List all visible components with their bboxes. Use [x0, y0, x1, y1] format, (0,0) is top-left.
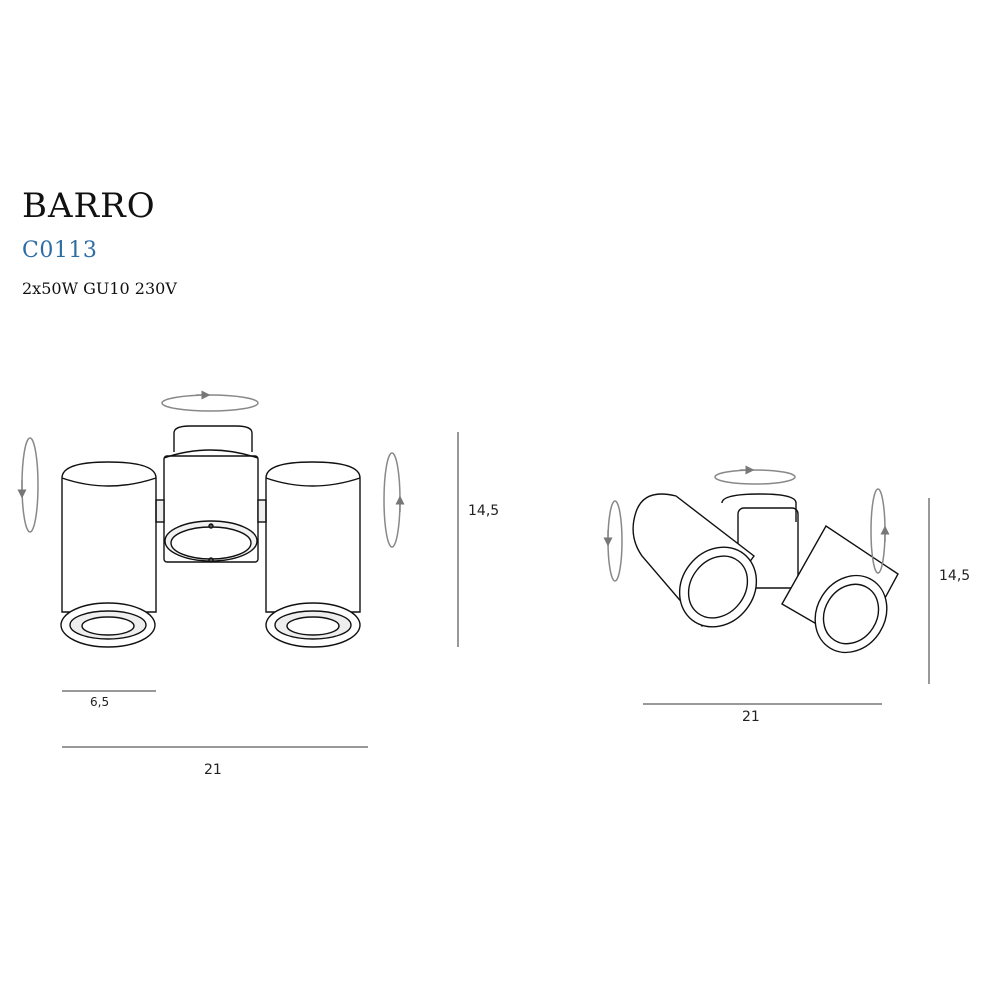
right-spot-head	[265, 461, 361, 648]
rotation-arrow-side-left-icon	[603, 500, 623, 582]
rotation-arrow-right-icon	[383, 452, 405, 548]
side-height-label: 14,5	[939, 568, 971, 584]
side-view	[603, 465, 930, 705]
product-name: BARRO	[22, 186, 156, 226]
side-width-label: 21	[742, 709, 760, 725]
back-spot-head	[781, 524, 899, 654]
front-height-label: 14,5	[468, 503, 500, 519]
rotation-arrow-side-top-icon	[714, 465, 796, 485]
left-spot-head	[60, 461, 157, 648]
front-view	[17, 390, 459, 748]
front-spot-head	[632, 493, 758, 628]
front-width-label: 21	[204, 762, 222, 778]
head-diameter-label: 6,5	[90, 695, 110, 709]
rotation-arrow-left-icon	[17, 437, 39, 533]
product-code: C0113	[22, 238, 98, 263]
center-mount	[163, 425, 259, 563]
product-specs: 2x50W GU10 230V	[22, 279, 177, 298]
rotation-arrow-side-right-icon	[870, 488, 890, 574]
left-joint	[155, 499, 165, 523]
right-joint	[257, 499, 267, 523]
rotation-arrow-top-icon	[161, 390, 259, 412]
